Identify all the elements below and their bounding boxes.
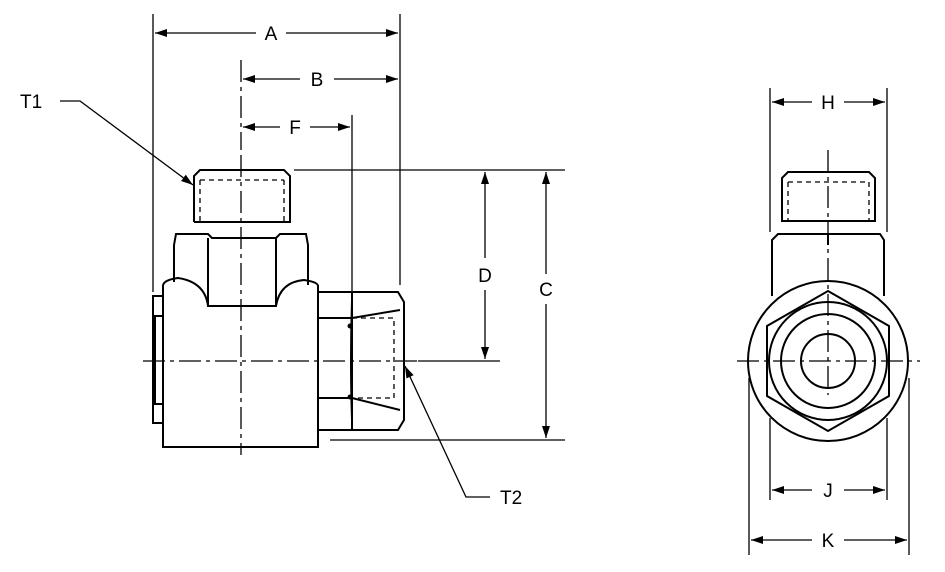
- callout-label-t2: T2: [500, 488, 522, 509]
- dimension-label-a: A: [265, 24, 278, 45]
- dimension-b: B: [243, 70, 398, 91]
- dimension-label-b: B: [311, 70, 324, 91]
- end-hexagon: [766, 289, 890, 433]
- dimension-label-c: C: [539, 280, 553, 301]
- dimension-f: F: [243, 118, 350, 139]
- dimension-h: H: [772, 93, 885, 114]
- side-view: A B F D C T1: [20, 14, 565, 509]
- dimension-k: K: [751, 531, 907, 552]
- leader-t1: T1: [20, 92, 194, 186]
- dimension-label-d: D: [478, 266, 492, 287]
- top-fitting: [193, 169, 291, 223]
- hidden-port-bore: [351, 317, 395, 399]
- extension-lines: [152, 14, 565, 441]
- end-cap-inner: [154, 315, 164, 405]
- callout-label-t1: T1: [20, 92, 42, 113]
- leader-t2: T2: [404, 365, 522, 509]
- body-top-edge: [162, 276, 319, 307]
- dimension-d: D: [478, 172, 492, 359]
- end-top-fitting: [781, 171, 876, 222]
- dimension-j: J: [772, 481, 885, 502]
- dimension-a: A: [155, 24, 398, 45]
- end-view: H J K: [737, 88, 920, 555]
- dimension-label-j: J: [823, 481, 833, 502]
- dimension-label-f: F: [289, 118, 301, 139]
- dimension-label-h: H: [821, 93, 835, 114]
- dimension-c: C: [539, 172, 553, 438]
- end-extension-lines: [748, 88, 910, 555]
- dimension-label-k: K: [822, 531, 835, 552]
